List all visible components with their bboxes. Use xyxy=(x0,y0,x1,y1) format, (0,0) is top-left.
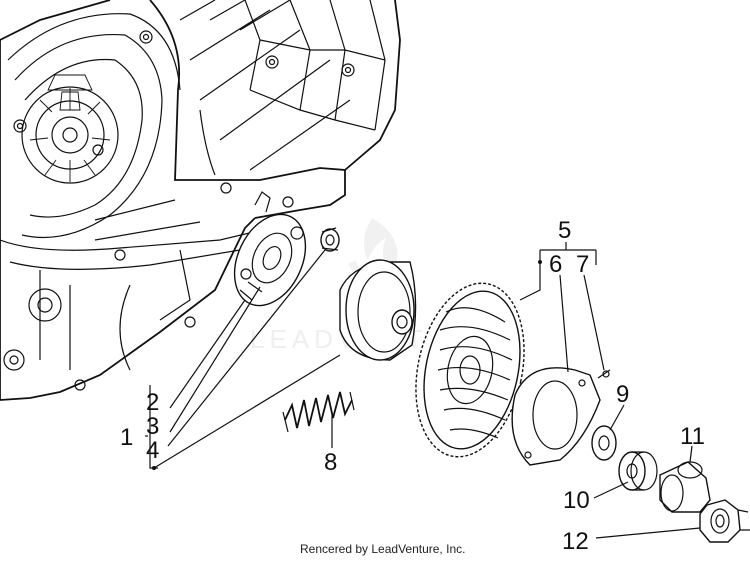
callout-5: 5 xyxy=(558,217,571,244)
callout-4: 4 xyxy=(146,437,159,464)
clutch-plate xyxy=(511,367,601,466)
driven-pulley xyxy=(339,259,417,361)
cooling-fan-gear xyxy=(415,282,525,458)
callout-9: 9 xyxy=(616,381,629,408)
leader-lines xyxy=(145,242,701,539)
bushing xyxy=(320,227,340,252)
footer-credit: Rencered by LeadVenture, Inc. xyxy=(300,542,465,556)
callout-1: 1 xyxy=(120,424,133,451)
screw xyxy=(597,369,611,379)
torque-spring xyxy=(282,391,355,433)
callout-6: 6 xyxy=(549,251,562,278)
washer xyxy=(591,425,617,461)
spacer xyxy=(618,451,658,491)
hex-nut xyxy=(699,499,750,543)
callout-11: 11 xyxy=(680,423,705,450)
drive-pulley-half xyxy=(233,191,307,307)
callout-12: 12 xyxy=(562,528,589,555)
callout-10: 10 xyxy=(563,487,590,514)
sleeve xyxy=(659,461,711,513)
callout-2: 2 xyxy=(146,389,159,416)
callout-8: 8 xyxy=(324,449,337,476)
callout-labels: 1 2 3 4 5 6 7 8 9 10 11 12 xyxy=(120,217,705,555)
crankcase-housing xyxy=(0,0,401,401)
callout-3: 3 xyxy=(146,413,159,440)
callout-7: 7 xyxy=(576,251,589,278)
